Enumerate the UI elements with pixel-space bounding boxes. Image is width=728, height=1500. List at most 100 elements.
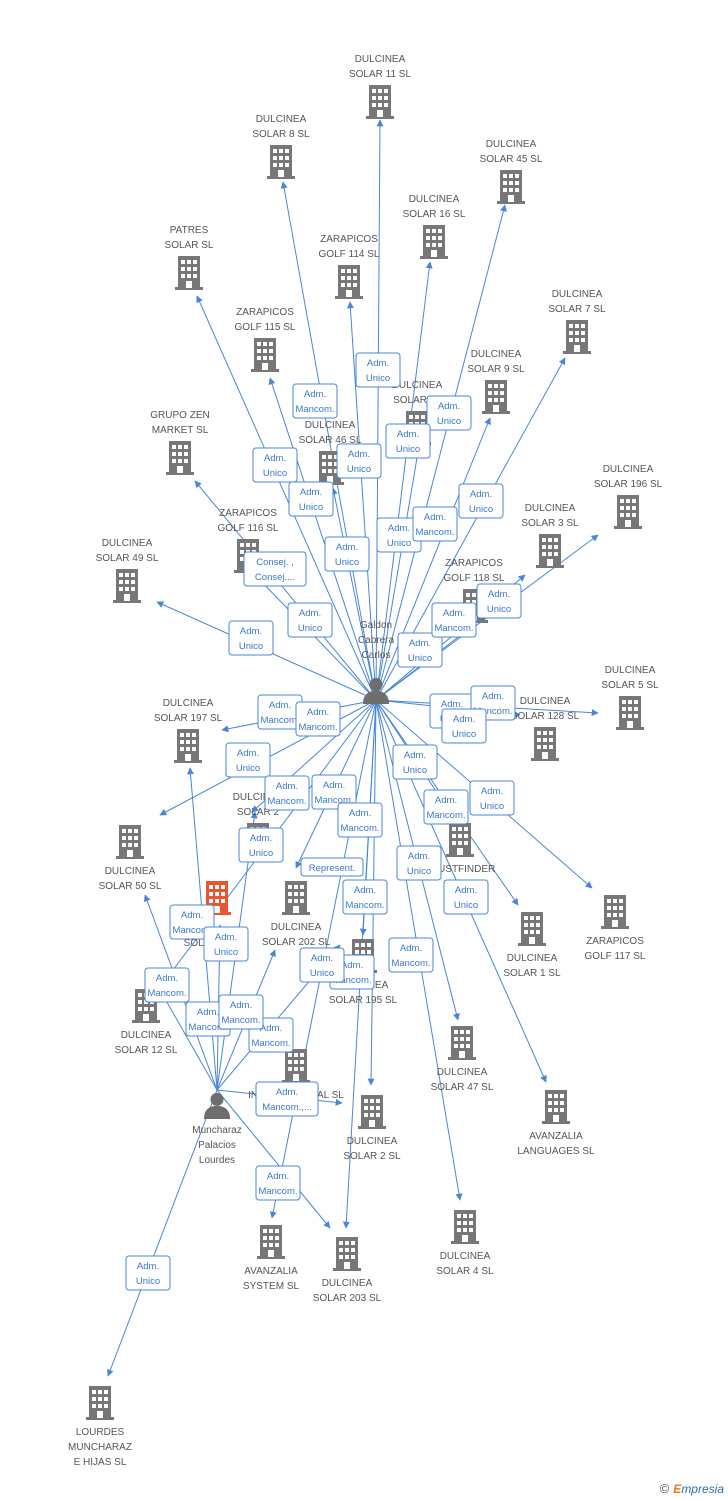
role-label-box[interactable]: Adm.Unico [288,481,334,517]
role-label-box[interactable]: Adm.Unico [225,742,271,778]
role-box-frame[interactable] [125,1255,171,1291]
building-icon[interactable] [366,85,394,119]
role-label-box[interactable]: Adm.Unico [441,708,487,744]
role-label-box[interactable]: Adm.Unico [203,926,249,962]
role-box-frame[interactable] [426,395,472,431]
role-label-box[interactable]: Adm.Unico [392,744,438,780]
building-icon[interactable] [542,1090,570,1124]
role-label-box[interactable]: Adm.Mancom. [144,967,190,1003]
role-box-frame[interactable] [342,879,388,915]
role-label-box[interactable]: Adm.Unico [458,483,504,519]
role-box-frame[interactable] [288,481,334,517]
role-label-box[interactable]: Adm.Unico [228,620,274,656]
role-box-frame[interactable] [337,802,383,838]
role-label-box[interactable]: Adm.Unico [252,447,298,483]
role-label-box[interactable]: Adm.Unico [125,1255,171,1291]
building-icon[interactable] [420,225,448,259]
brand-logo-text[interactable]: mpresia [681,1482,724,1496]
building-icon[interactable] [531,727,559,761]
role-box-frame[interactable] [396,845,442,881]
role-label-box[interactable]: Adm.Mancom. [337,802,383,838]
role-label-box[interactable]: Adm.Mancom. [431,602,477,638]
role-box-frame[interactable] [441,708,487,744]
role-label-box[interactable]: Adm.Unico [396,845,442,881]
role-box-frame[interactable] [311,774,357,810]
role-box-frame[interactable] [287,602,333,638]
role-label-box[interactable]: Adm.Unico [299,947,345,983]
role-label-box[interactable]: Adm.Mancom. [388,937,434,973]
role-box-frame[interactable] [388,937,434,973]
role-label-box[interactable]: Adm.Mancom. [255,1165,301,1201]
role-box-frame[interactable] [397,632,443,668]
role-box-frame[interactable] [431,602,477,638]
building-icon[interactable] [251,338,279,372]
role-box-frame[interactable] [299,947,345,983]
role-label-box[interactable]: Adm.Unico [324,536,370,572]
role-label-box[interactable]: Adm.Mancom. [295,701,341,737]
role-box-frame[interactable] [336,443,382,479]
role-label-box[interactable]: Adm.Mancom. [218,994,264,1030]
role-label-box[interactable]: Adm.Mancom. [423,789,469,825]
role-box-frame[interactable] [238,827,284,863]
person-icon[interactable] [203,1092,231,1119]
role-label-box[interactable]: Adm.Mancom. [169,904,215,940]
brand-logo-e[interactable]: E [673,1482,682,1496]
building-icon[interactable] [482,380,510,414]
role-box-frame[interactable] [295,701,341,737]
role-label-box[interactable]: Adm.Unico [469,780,515,816]
building-icon[interactable] [282,1049,310,1083]
building-icon[interactable] [448,1026,476,1060]
role-label-box[interactable]: Adm.Unico [385,423,431,459]
role-box-frame[interactable] [392,744,438,780]
role-box-frame[interactable] [292,383,338,419]
role-box-frame[interactable] [218,994,264,1030]
role-label-box[interactable]: Adm.Mancom. [311,774,357,810]
role-box-frame[interactable] [255,1165,301,1201]
company-node-focus[interactable]: SOLA [184,881,231,949]
role-label-box[interactable]: Adm.Unico [287,602,333,638]
role-box-frame[interactable] [443,879,489,915]
building-icon[interactable] [166,441,194,475]
role-label-box[interactable]: Adm.Unico [336,443,382,479]
role-label-box[interactable]: Adm.Unico [355,352,401,388]
role-box-frame[interactable] [469,780,515,816]
building-icon[interactable] [358,1095,386,1129]
building-icon[interactable] [86,1386,114,1420]
role-box-frame[interactable] [225,742,271,778]
building-icon[interactable] [614,495,642,529]
building-icon[interactable] [333,1237,361,1271]
role-label-box[interactable]: Adm.Mancom. [412,506,458,542]
role-box-frame[interactable] [476,583,522,619]
role-box-frame[interactable] [300,857,364,877]
building-icon[interactable] [616,696,644,730]
role-box-frame[interactable] [412,506,458,542]
